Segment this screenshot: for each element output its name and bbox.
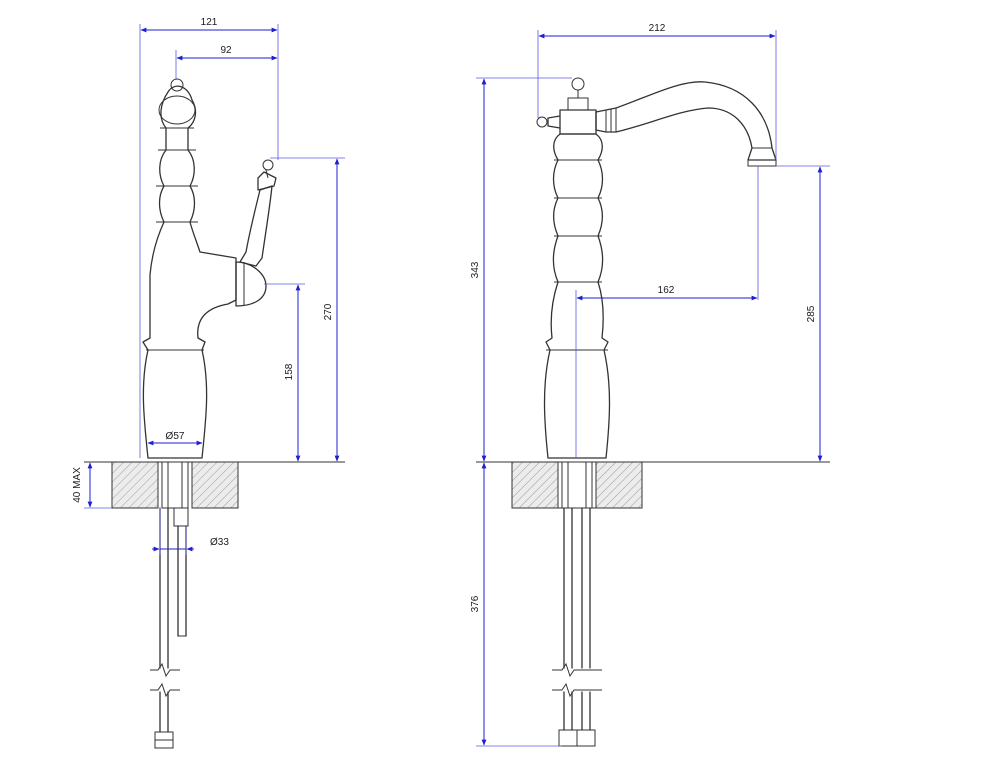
left-lever-handle <box>239 185 273 267</box>
left-deck-block-right <box>191 461 239 509</box>
right-faucet-view: 212 343 162 285 376 <box>470 23 830 747</box>
dim-left-height-handle: 270 <box>323 303 334 320</box>
dim-left-width-handle: 92 <box>220 45 232 56</box>
dim-right-reach-overall: 212 <box>649 23 666 34</box>
dim-right-below-deck: 376 <box>470 595 481 612</box>
dim-right-height-overall: 343 <box>470 261 481 278</box>
dim-left-width-overall: 121 <box>201 17 218 28</box>
dim-left-dia-shank: Ø33 <box>210 537 229 548</box>
left-deck-block-left <box>111 461 159 509</box>
dim-left-dia-base: Ø57 <box>166 431 185 442</box>
dim-left-deck-thickness: 40 MAX <box>72 467 83 503</box>
right-deck-block-right <box>595 461 643 509</box>
right-spout <box>595 81 777 161</box>
left-faucet-view: 121 92 270 158 Ø57 40 MAX Ø33 <box>72 17 345 749</box>
right-faucet-body <box>543 133 611 459</box>
dim-right-spout-height: 285 <box>806 305 817 322</box>
left-faucet-body <box>142 85 237 459</box>
dim-right-spout-reach: 162 <box>658 285 675 296</box>
dim-left-height-lever: 158 <box>284 363 295 380</box>
right-deck-block-left <box>511 461 559 509</box>
